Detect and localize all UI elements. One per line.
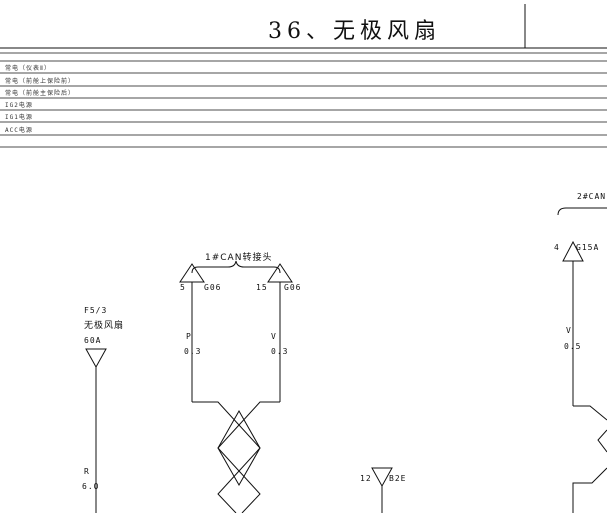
- can1-pin-left-code: G06: [204, 283, 221, 292]
- can1-pin-left: 5: [180, 283, 186, 292]
- can2-connector: 2#CAN 4 G15A V 0.5: [554, 192, 607, 513]
- can1-label: 1#CAN转接头: [205, 251, 272, 263]
- can1-brace: [191, 260, 281, 274]
- can2-wire-color: V: [566, 326, 572, 335]
- can1-left-wire-color: P: [186, 332, 192, 341]
- can1-connector: 1#CAN转接头 5 G06 15 G06 P 0.3 V 0.3: [179, 251, 301, 513]
- can1-left-wire-size: 0.3: [184, 347, 201, 356]
- can2-pin: 4: [554, 243, 560, 252]
- title-block: 36、无极风扇: [0, 4, 607, 49]
- fuse-wire-color: R: [84, 467, 90, 476]
- fuse-name: 无极风扇: [84, 319, 124, 331]
- rail-label-4: IG2电源: [5, 101, 33, 109]
- twisted-pair-strand-b: [217, 401, 280, 513]
- rail-label-6: ACC电源: [5, 126, 33, 134]
- diagram-title: 36、无极风扇: [268, 19, 441, 44]
- ground-terminal-icon: [371, 467, 393, 488]
- fuse-wire-size: 6.0: [82, 482, 99, 491]
- rail-label-5: IG1电源: [5, 113, 33, 121]
- power-rails: 常电（仪表Ⅱ） 常电（前舱上保险前） 常电（前舱主保险后） IG2电源 IG1电…: [0, 52, 607, 148]
- can2-label: 2#CAN: [577, 192, 606, 201]
- ground-pin-12: 12 B2E: [360, 467, 406, 513]
- rail-label-1: 常电（仪表Ⅱ）: [5, 64, 51, 72]
- ground-pin-code: B2E: [389, 474, 406, 483]
- twisted-pair-diamond: [217, 409, 261, 487]
- can1-right-wire-size: 0.3: [271, 347, 288, 356]
- can2-pin-code: G15A: [576, 243, 599, 252]
- can1-pin-right-code: G06: [284, 283, 301, 292]
- can2-twist-mid: [597, 429, 607, 453]
- can1-pin-right: 15: [256, 283, 268, 292]
- fuse-output-terminal-icon: [85, 348, 107, 369]
- rail-label-2: 常电（前舱上保险前）: [5, 77, 75, 85]
- can2-brace: [557, 207, 607, 216]
- can2-wire-size: 0.5: [564, 342, 581, 351]
- fuse-rating: 60A: [84, 336, 101, 345]
- can2-twist-upper: [573, 405, 607, 421]
- can2-twist-lower: [572, 467, 607, 513]
- can1-right-wire-color: V: [271, 332, 277, 341]
- fuse-f5-3: F5/3 无极风扇 60A R 6.0: [82, 306, 124, 513]
- rail-label-3: 常电（前舱主保险后）: [5, 89, 75, 97]
- ground-pin-number: 12: [360, 474, 372, 483]
- fuse-id: F5/3: [84, 306, 107, 315]
